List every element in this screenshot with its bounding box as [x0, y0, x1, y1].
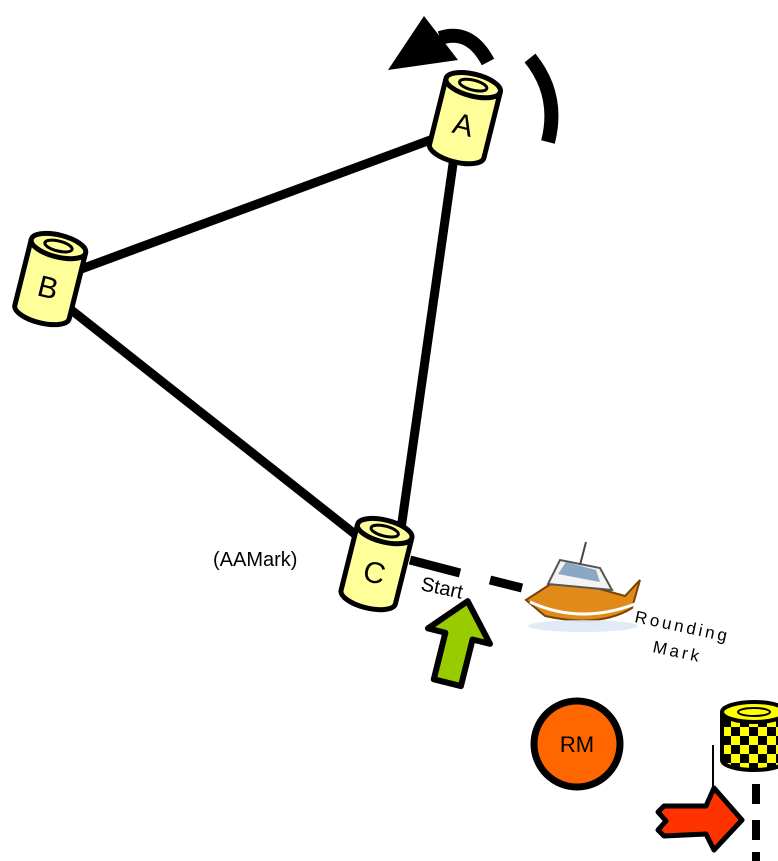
start-label: Start — [419, 573, 465, 603]
checkered-buoy-icon — [720, 700, 778, 772]
start-arrow-icon — [424, 598, 494, 690]
rounding-mark-label-line2: Mark — [651, 637, 704, 666]
buoy-c: C — [338, 515, 415, 613]
buoy-c-note: (AAMark) — [213, 549, 297, 571]
course-lines — [60, 127, 460, 555]
course-line-b-c — [60, 300, 380, 555]
course-line-a-c — [393, 145, 460, 555]
start-line — [408, 555, 524, 593]
finish-arrow-icon — [655, 785, 745, 853]
buoy-b: B — [12, 230, 89, 328]
rm-label: RM — [560, 732, 594, 757]
rounding-mark-circle: RM — [530, 697, 624, 791]
course-line-a-b — [60, 127, 457, 280]
direction-arrow-icon — [388, 16, 559, 144]
rounding-mark-label-line1: Rounding — [633, 607, 732, 646]
boat-icon — [524, 541, 641, 632]
buoy-a: A — [426, 69, 503, 167]
